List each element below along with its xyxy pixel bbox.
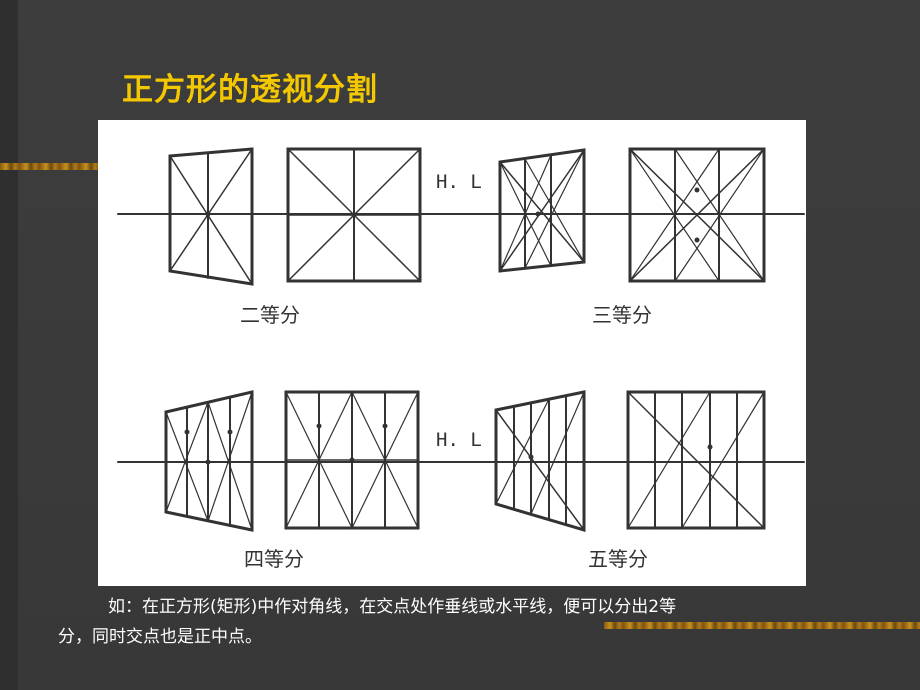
perspective-division-figure: H. L H. L 二等分 三等分 四等分 五等分 — [98, 120, 806, 586]
horizon-label-bottom: H. L — [436, 429, 482, 451]
label-two-divisions: 二等分 — [240, 303, 300, 327]
perspective-square-five-divisions — [494, 390, 586, 533]
horizon-label-top: H. L — [436, 171, 482, 193]
perspective-square-two-divisions — [168, 147, 254, 286]
decorative-stripe-top — [0, 163, 100, 170]
label-five-divisions: 五等分 — [588, 547, 648, 571]
slide-caption: 如：在正方形(矩形)中作对角线，在交点处作垂线或水平线，便可以分出2等 分，同时… — [58, 592, 888, 652]
front-square-five-divisions — [626, 390, 766, 530]
label-three-divisions: 三等分 — [592, 303, 652, 327]
label-four-divisions: 四等分 — [244, 547, 304, 571]
caption-line-1: 如：在正方形(矩形)中作对角线，在交点处作垂线或水平线，便可以分出2等 — [108, 597, 677, 617]
decorative-stripe-bottom — [604, 622, 920, 629]
front-square-three-divisions — [628, 147, 766, 283]
intersection-dots — [184, 187, 713, 465]
caption-line-2: 分，同时交点也是正中点。 — [58, 627, 262, 647]
perspective-square-three-divisions — [498, 148, 586, 273]
slide-title: 正方形的透视分割 — [122, 72, 378, 108]
figure-svg: H. L H. L 二等分 三等分 四等分 五等分 — [117, 147, 805, 571]
left-shade-band — [0, 0, 18, 690]
